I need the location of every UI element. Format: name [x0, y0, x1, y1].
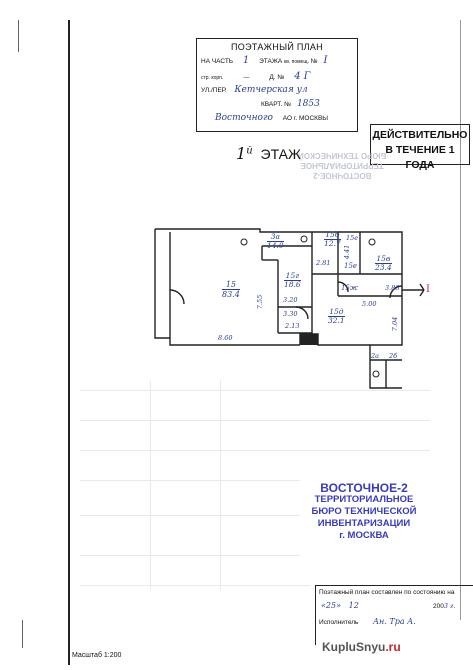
validity-line-2: В ТЕЧЕНИЕ 1 ГОДА	[385, 144, 455, 171]
plan-header-box: ПОЭТАЖНЫЙ ПЛАН НА ЧАСТЬ 1 ЭТАЖА кв. поме…	[196, 38, 358, 132]
apt-label: кв. помещ.	[284, 59, 309, 65]
room-15ye-label: 15е	[346, 234, 359, 242]
validity-box: ДЕЙСТВИТЕЛЬНО В ТЕЧЕНИЕ 1 ГОДА	[370, 124, 470, 171]
entrance-mark-icon: I	[426, 284, 430, 295]
faint-table	[80, 555, 300, 556]
floor-number: 1	[236, 144, 247, 163]
dimension-label: 8.60	[218, 334, 233, 342]
block-row: КВАРТ. № 1853	[261, 99, 320, 109]
stamp-line-5: г. МОСКВА	[339, 530, 389, 541]
faint-table	[220, 380, 221, 590]
street-label: УЛ./ПЕР.	[201, 87, 227, 94]
stamp-line-2: ТЕРРИТОРИАЛЬНОЕ	[314, 494, 414, 505]
fixture-circle	[368, 238, 376, 246]
faint-table	[80, 390, 430, 391]
faint-table	[150, 380, 151, 590]
bti-stamp: ВОСТОЧНОЕ-2 ТЕРРИТОРИАЛЬНОЕ БЮРО ТЕХНИЧЕ…	[299, 482, 429, 542]
building-label: стр. корп.	[201, 75, 224, 81]
district-value: Восточного	[215, 113, 273, 123]
fixture-circle	[240, 238, 248, 246]
house-value: 4 Г	[294, 71, 311, 82]
door-arc	[169, 289, 185, 305]
door-arc	[337, 281, 349, 293]
footer-box: Поэтажный план составлен по состоянию на…	[315, 585, 473, 645]
plan-header-title: ПОЭТАЖНЫЙ ПЛАН	[231, 42, 323, 52]
fixture-circle	[372, 370, 380, 378]
part-label: НА ЧАСТЬ	[201, 58, 234, 65]
door-arc	[389, 285, 403, 299]
scale-label: Масштаб 1:200	[72, 652, 122, 659]
dimension-label: 7.04	[391, 316, 400, 332]
dimension-label: 3.20	[283, 296, 298, 304]
part-row: НА ЧАСТЬ 1 ЭТАЖА кв. помещ. № I	[201, 55, 327, 66]
block-value: 1853	[296, 99, 320, 109]
frame-left-line	[68, 20, 70, 665]
validity-line-1: ДЕЙСТВИТЕЛЬНО	[372, 129, 468, 141]
dimension-label: 3.30	[283, 310, 298, 318]
room-15e-label: 15е	[344, 262, 358, 270]
part-value: 1	[242, 55, 250, 66]
footer-executor-label: Исполнитель	[319, 619, 359, 626]
fixture-circle	[300, 235, 308, 243]
block-label: КВАРТ. №	[261, 101, 292, 108]
dimension-label: 2.81	[316, 259, 331, 267]
stamp-line-1: ВОСТОЧНОЕ-2	[320, 481, 408, 495]
building-value: —	[243, 73, 250, 81]
faint-table	[80, 420, 430, 421]
stamp-line-3: БЮРО ТЕХНИЧЕСКОЙ	[311, 506, 417, 517]
dimension-label: 7.55	[256, 294, 265, 310]
floor-title: 1й ЭТАЖ	[236, 144, 301, 163]
binding-mark	[18, 20, 19, 52]
site-watermark: KupluSnyu.ru	[322, 640, 401, 654]
faint-table	[80, 450, 430, 451]
footer-year: 2003 г.	[433, 602, 456, 610]
watermark-brand: KupluSnyu	[322, 640, 386, 654]
binding-mark	[22, 620, 23, 648]
room-2a-label: 2а	[371, 352, 380, 360]
faint-table	[80, 480, 300, 481]
floor-suffix: й	[246, 145, 253, 157]
house-label: Д. №	[269, 74, 285, 81]
floor-label-text: ЭТАЖ	[260, 146, 301, 162]
building-row: стр. корп. — Д. № 4 Г	[201, 71, 310, 82]
faint-table	[80, 515, 300, 516]
floor-label: ЭТАЖА	[259, 58, 283, 65]
apt-value: I	[323, 55, 328, 66]
column-block	[300, 334, 318, 345]
dimension-label: 2.13	[285, 322, 300, 330]
no-label: №	[310, 58, 318, 65]
dimension-label: 3.88	[385, 284, 400, 292]
room-2b-label: 2б	[389, 352, 398, 360]
dimension-label: 5.00	[362, 300, 377, 308]
frame-right-line	[460, 20, 461, 620]
door-arc	[295, 306, 309, 320]
entry-arrow	[419, 289, 425, 297]
footer-date: «25» 12	[321, 601, 359, 610]
district-label: АО г. МОСКВЫ	[282, 115, 329, 122]
room-15zh-label: 15ж	[341, 284, 358, 292]
footer-executor-value: Ан. Тра А.	[373, 617, 416, 626]
entry-arrow	[419, 283, 425, 291]
street-value: Кетчерская ул	[234, 85, 308, 95]
district-row: Восточного АО г. МОСКВЫ	[215, 113, 328, 123]
outer-wall	[155, 228, 403, 389]
street-row: УЛ./ПЕР. Кетчерская ул	[201, 85, 308, 95]
stamp-line-4: ИНВЕНТАРИЗАЦИИ	[317, 518, 411, 529]
footer-compiled: Поэтажный план составлен по состоянию на	[319, 589, 455, 596]
dimension-label: 4.41	[343, 244, 352, 260]
faint-table	[80, 585, 310, 586]
watermark-tld: .ru	[385, 640, 401, 654]
